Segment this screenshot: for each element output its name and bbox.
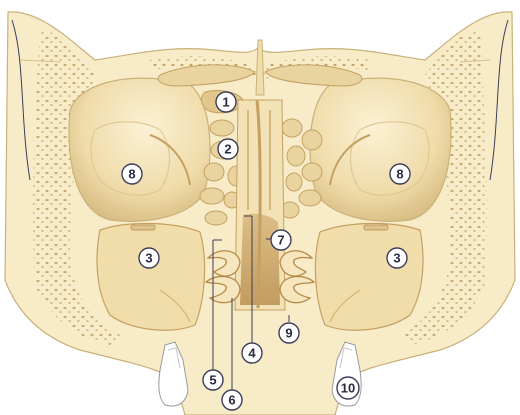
svg-text:2: 2 <box>224 142 231 157</box>
svg-text:8: 8 <box>396 167 403 182</box>
svg-text:5: 5 <box>209 373 216 388</box>
marker-4: 4 <box>242 343 262 363</box>
marker-5: 5 <box>203 370 223 390</box>
marker-8-left: 8 <box>122 164 142 184</box>
svg-text:6: 6 <box>228 393 235 408</box>
svg-text:10: 10 <box>341 381 355 396</box>
marker-8-right: 8 <box>390 164 410 184</box>
svg-text:4: 4 <box>248 346 256 361</box>
marker-9: 9 <box>279 323 299 343</box>
svg-text:3: 3 <box>393 251 400 266</box>
marker-6: 6 <box>222 390 242 410</box>
nasal-cavity <box>235 100 285 310</box>
marker-10: 10 <box>337 377 359 399</box>
marker-3-right: 3 <box>387 248 407 268</box>
right-maxillary-sinus <box>315 223 423 330</box>
marker-2: 2 <box>218 139 238 159</box>
marker-3-left: 3 <box>139 248 159 268</box>
svg-text:9: 9 <box>285 326 292 341</box>
svg-text:1: 1 <box>222 95 229 110</box>
left-orbit <box>69 78 210 221</box>
right-orbit <box>310 78 451 221</box>
marker-1: 1 <box>216 92 236 112</box>
svg-text:8: 8 <box>128 167 135 182</box>
marker-7: 7 <box>271 230 291 250</box>
svg-text:7: 7 <box>277 233 284 248</box>
svg-text:3: 3 <box>145 251 152 266</box>
left-maxillary-sinus <box>97 223 205 330</box>
